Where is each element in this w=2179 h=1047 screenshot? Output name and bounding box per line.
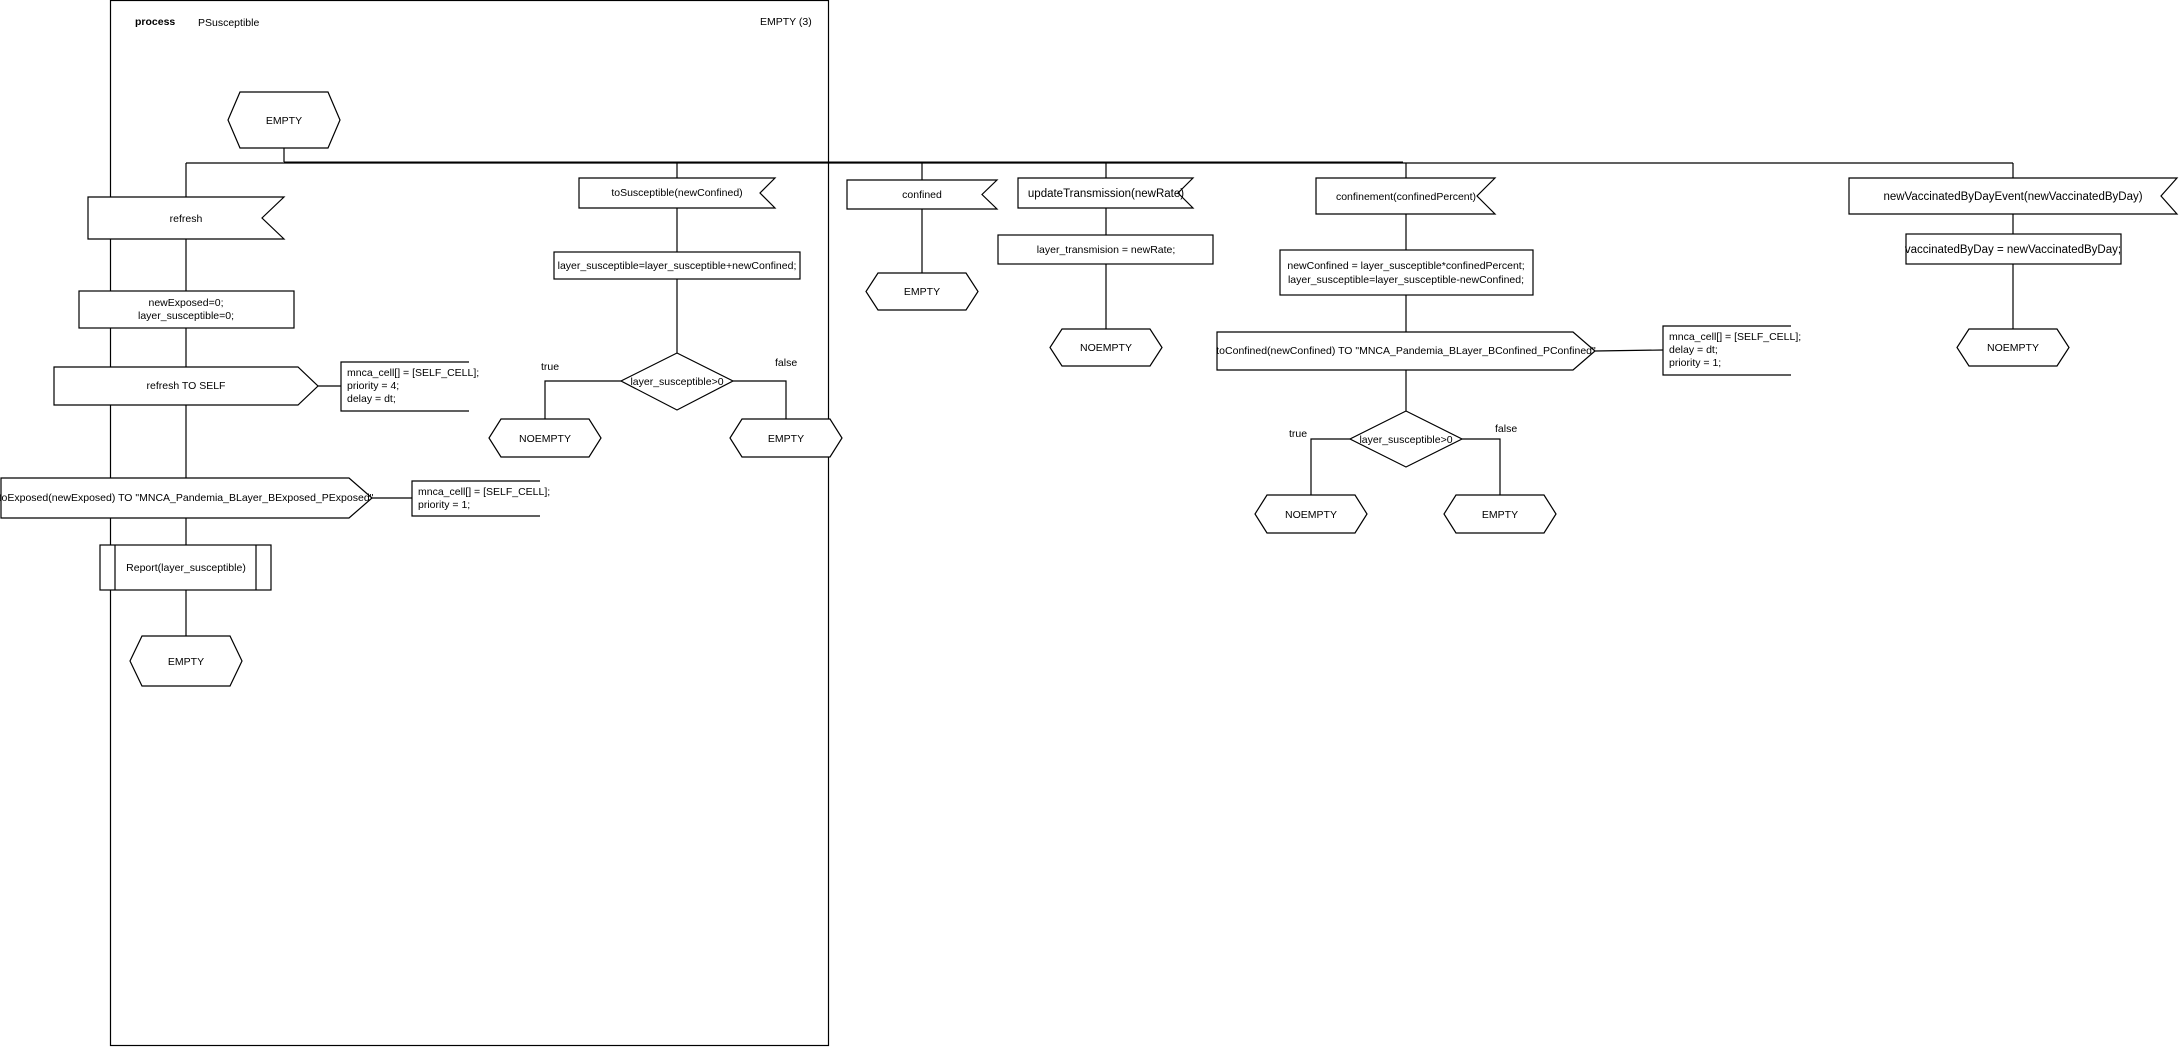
confinement-false-label: false	[1495, 423, 1517, 435]
confinement-false-path	[1462, 438, 1501, 495]
confinement-task-line-1: newConfined = layer_susceptible*confined…	[1287, 260, 1524, 272]
to-susceptible-input-symbol[interactable]	[578, 177, 777, 209]
to-confined-output-label: toConfined(newConfined) TO "MNCA_Pandemi…	[1216, 345, 1596, 357]
refresh-to-self-output-label: refresh TO SELF	[147, 380, 226, 392]
vaccinated-input-symbol[interactable]	[1848, 177, 2179, 215]
to-exposed-output-symbol[interactable]	[0, 477, 373, 519]
to-susceptible-decision-label: layer_susceptible>0	[630, 376, 723, 388]
to-confined-output-symbol[interactable]	[1216, 331, 1596, 371]
update-transmission-input-label: updateTransmission(newRate)	[1028, 188, 1184, 200]
to-confined-comment-line-1: mnca_cell[] = [SELF_CELL];	[1669, 331, 1801, 343]
vaccinated-input-label: newVaccinatedByDayEvent(newVaccinatedByD…	[1883, 191, 2142, 203]
confinement-true-state-label: NOEMPTY	[1285, 509, 1337, 521]
refresh-to-self-comment-line-2: priority = 4;	[347, 380, 399, 392]
update-transmission-next-state-symbol[interactable]	[1049, 328, 1163, 367]
update-transmission-task-box[interactable]	[997, 234, 1214, 265]
to-confined-comment-line-3: priority = 1;	[1669, 357, 1721, 369]
page-label: EMPTY (3)	[760, 16, 812, 28]
to-susceptible-task-label: layer_susceptible=layer_susceptible+newC…	[558, 260, 797, 272]
vaccinated-next-state-symbol[interactable]	[1956, 328, 2070, 367]
vaccinated-task-label: vaccinatedByDay = newVaccinatedByDay;	[1905, 244, 2121, 256]
report-procedure-label: Report(layer_susceptible)	[126, 562, 246, 574]
refresh-task-line-2: layer_susceptible=0;	[138, 310, 234, 322]
refresh-to-self-comment-bracket	[340, 361, 469, 412]
refresh-next-state-label: EMPTY	[168, 656, 204, 668]
start-state-label: EMPTY	[266, 115, 302, 127]
refresh-input-symbol[interactable]	[87, 196, 286, 240]
confined-input-label: confined	[902, 189, 942, 201]
refresh-to-self-comment-line-1: mnca_cell[] = [SELF_CELL];	[347, 367, 479, 379]
confinement-false-state-label: EMPTY	[1482, 509, 1518, 521]
to-susceptible-false-state-label: EMPTY	[768, 433, 804, 445]
vaccinated-task-box[interactable]	[1905, 233, 2122, 265]
start-state-symbol[interactable]	[227, 91, 341, 149]
to-exposed-comment-bracket	[411, 480, 540, 517]
to-confined-comment-line-2: delay = dt;	[1669, 344, 1718, 356]
refresh-task-box[interactable]	[78, 290, 295, 329]
to-susceptible-true-state-label: NOEMPTY	[519, 433, 571, 445]
to-exposed-comment-line-1: mnca_cell[] = [SELF_CELL];	[418, 486, 550, 498]
confined-next-state-symbol[interactable]	[865, 272, 979, 311]
to-susceptible-false-path	[733, 380, 787, 419]
confinement-true-state-symbol[interactable]	[1254, 494, 1368, 534]
confinement-task-line-2: layer_susceptible=layer_susceptible-newC…	[1288, 274, 1524, 286]
update-transmission-next-state-label: NOEMPTY	[1080, 342, 1132, 354]
to-susceptible-decision-diamond[interactable]	[619, 352, 735, 411]
update-transmission-input-symbol[interactable]	[1017, 177, 1195, 209]
to-susceptible-true-state-symbol[interactable]	[488, 418, 602, 458]
confinement-true-path	[1310, 438, 1350, 495]
update-transmission-task-label: layer_transmision = newRate;	[1037, 244, 1176, 256]
confinement-true-label: true	[1289, 428, 1307, 440]
process-frame	[109, 0, 830, 1047]
report-procedure-box[interactable]	[99, 544, 272, 591]
to-susceptible-true-label: true	[541, 361, 559, 373]
to-exposed-output-label: toExposed(newExposed) TO "MNCA_Pandemia_…	[0, 492, 374, 504]
refresh-next-state-symbol[interactable]	[129, 635, 243, 687]
confinement-decision-label: layer_susceptible>0	[1359, 434, 1452, 446]
confinement-input-label: confinement(confinedPercent)	[1336, 191, 1476, 203]
process-name: PSusceptible	[198, 17, 259, 29]
confined-input-symbol[interactable]	[846, 179, 999, 210]
to-susceptible-input-label: toSusceptible(newConfined)	[611, 187, 742, 199]
confinement-task-box[interactable]	[1279, 249, 1534, 296]
vaccinated-next-state-label: NOEMPTY	[1987, 342, 2039, 354]
to-susceptible-true-path	[544, 380, 621, 419]
refresh-task-line-1: newExposed=0;	[148, 297, 223, 309]
refresh-to-self-comment-line-3: delay = dt;	[347, 393, 396, 405]
refresh-to-self-output-symbol[interactable]	[53, 366, 319, 406]
confinement-decision-diamond[interactable]	[1348, 410, 1464, 468]
process-keyword: process	[135, 16, 175, 28]
to-confined-comment-bracket	[1662, 325, 1791, 376]
to-susceptible-false-label: false	[775, 357, 797, 369]
confinement-input-symbol[interactable]	[1315, 177, 1497, 215]
to-confined-comment-link	[1594, 349, 1664, 352]
to-susceptible-false-state-symbol[interactable]	[729, 418, 843, 458]
refresh-input-label: refresh	[170, 213, 203, 225]
confinement-false-state-symbol[interactable]	[1443, 494, 1557, 534]
confined-next-state-label: EMPTY	[904, 286, 940, 298]
to-exposed-comment-line-2: priority = 1;	[418, 499, 470, 511]
